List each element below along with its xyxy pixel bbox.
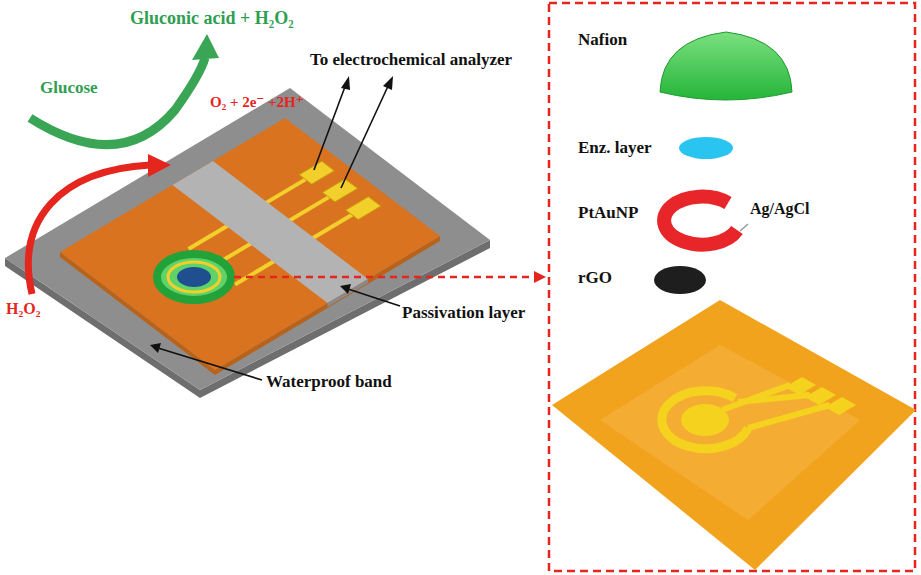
arrow-head xyxy=(340,284,351,294)
rgo-disc xyxy=(654,266,706,294)
leader-arrow xyxy=(348,289,400,306)
arrow-head xyxy=(150,343,161,353)
nafion-ring xyxy=(157,254,231,300)
arrow-head xyxy=(534,271,546,283)
layer-label: Nafion xyxy=(578,30,627,50)
working-electrode xyxy=(177,267,211,287)
enzyme-disc xyxy=(679,137,733,159)
layer-label: Ag/AgCl xyxy=(750,200,810,218)
waterproof-band xyxy=(5,88,490,390)
contact-pad xyxy=(785,377,816,395)
arrow-head xyxy=(192,34,219,60)
leader-arrow xyxy=(158,348,262,380)
nafion-dome xyxy=(660,32,792,100)
layer-label: PtAuNP xyxy=(578,203,638,223)
substrate-shading xyxy=(600,345,860,520)
contact-pad xyxy=(805,387,836,405)
reactant-label: Glucose xyxy=(40,78,98,98)
detail-frame xyxy=(549,3,915,571)
part-label: Passivation layer xyxy=(402,303,525,323)
product-label: Gluconic acid + H₂O₂ xyxy=(130,8,294,29)
arrow-head xyxy=(383,76,393,90)
leader-arrow xyxy=(314,84,346,170)
passivation-layer xyxy=(173,161,369,303)
reaction-arrow xyxy=(28,165,150,294)
arrow-head xyxy=(148,154,171,177)
lead xyxy=(748,405,830,428)
contact-pad xyxy=(323,179,358,202)
leader-line xyxy=(740,224,748,231)
reference-ring xyxy=(662,391,748,449)
layer-label: rGO xyxy=(578,268,612,288)
reaction-label: O₂ + 2e⁻ +2H⁺ xyxy=(210,94,304,111)
lead xyxy=(738,395,810,402)
substrate xyxy=(60,118,440,370)
leader-arrow xyxy=(341,84,389,188)
part-label: Waterproof band xyxy=(266,372,392,392)
contact-pad xyxy=(825,397,856,415)
arrow-head xyxy=(341,76,350,90)
reactant-label: H₂O₂ xyxy=(6,300,40,318)
part-label: To electrochemical analyzer xyxy=(310,50,512,70)
zoom-line xyxy=(234,276,536,279)
contact-pad xyxy=(346,197,381,220)
layer-label: Enz. layer xyxy=(578,138,652,158)
ptaunp-ring xyxy=(664,197,737,245)
electrode-ring xyxy=(168,262,220,292)
reaction-arrow xyxy=(30,58,205,145)
substrate xyxy=(552,300,916,570)
